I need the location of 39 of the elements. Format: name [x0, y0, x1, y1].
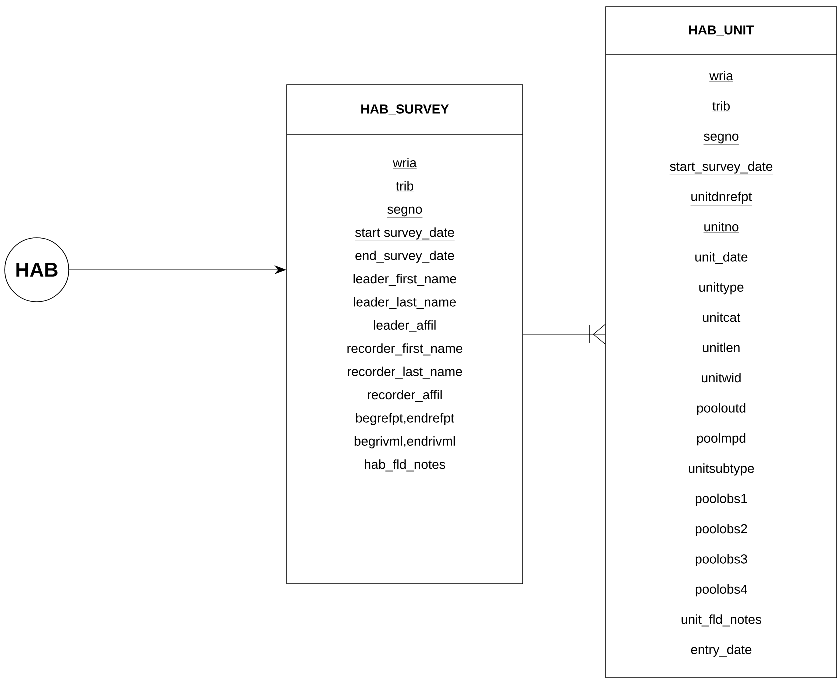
attribute-name: leader_first_name — [354, 274, 456, 286]
attribute-name: trib — [712, 101, 731, 112]
entity-table — [606, 6, 838, 678]
attribute-name: segno — [387, 206, 423, 218]
attribute-name: recorder_first_name — [348, 344, 463, 356]
attribute-name: end_survey_date — [356, 250, 454, 263]
attribute-name: poolobs2 — [696, 524, 748, 536]
attribute-name: recorder_last_name — [348, 366, 462, 379]
attribute-name: wria — [392, 158, 418, 170]
attribute-name: unit_date — [696, 252, 748, 264]
table-title: HAB_SURVEY — [362, 104, 450, 116]
attribute-name: leader_affil — [374, 320, 436, 332]
attribute-name: begrivml,endrivml — [354, 436, 456, 449]
attribute-name: poolobs3 — [696, 554, 748, 566]
attribute-name: recorder_affil — [368, 390, 442, 402]
attribute-name: unitdnrefpt — [690, 192, 752, 206]
attribute-name: segno — [704, 134, 740, 146]
attribute-name: start_survey_date — [670, 162, 774, 176]
attribute-name: unitno — [704, 222, 740, 234]
attribute-name: begrefpt,endrefpt — [356, 413, 454, 426]
attribute-name: wria — [709, 71, 734, 82]
attribute-name: unitsubtype — [689, 464, 754, 476]
attribute-name: poolmpd — [697, 433, 746, 446]
attribute-name: trib — [396, 181, 414, 192]
attribute-name: leader_last_name — [354, 297, 456, 310]
entity-table — [286, 84, 524, 584]
attribute-name: unitcat — [703, 312, 741, 322]
attribute-name: poolobs1 — [696, 494, 748, 506]
attribute-name: start survey_date — [354, 228, 456, 242]
connector — [523, 324, 606, 345]
attribute-name: hab_fld_notes — [365, 460, 446, 472]
attribute-name: entry_date — [691, 644, 752, 657]
attribute-name: pooloutd — [697, 403, 746, 416]
attribute-name: unittype — [700, 282, 744, 295]
attribute-name: unitwid — [702, 373, 741, 383]
attribute-name: unit_fld_notes — [682, 614, 762, 627]
attribute-name: poolobs4 — [696, 584, 748, 597]
attribute-name: unitlen — [703, 342, 740, 352]
table-title: HAB_UNIT — [690, 26, 754, 36]
